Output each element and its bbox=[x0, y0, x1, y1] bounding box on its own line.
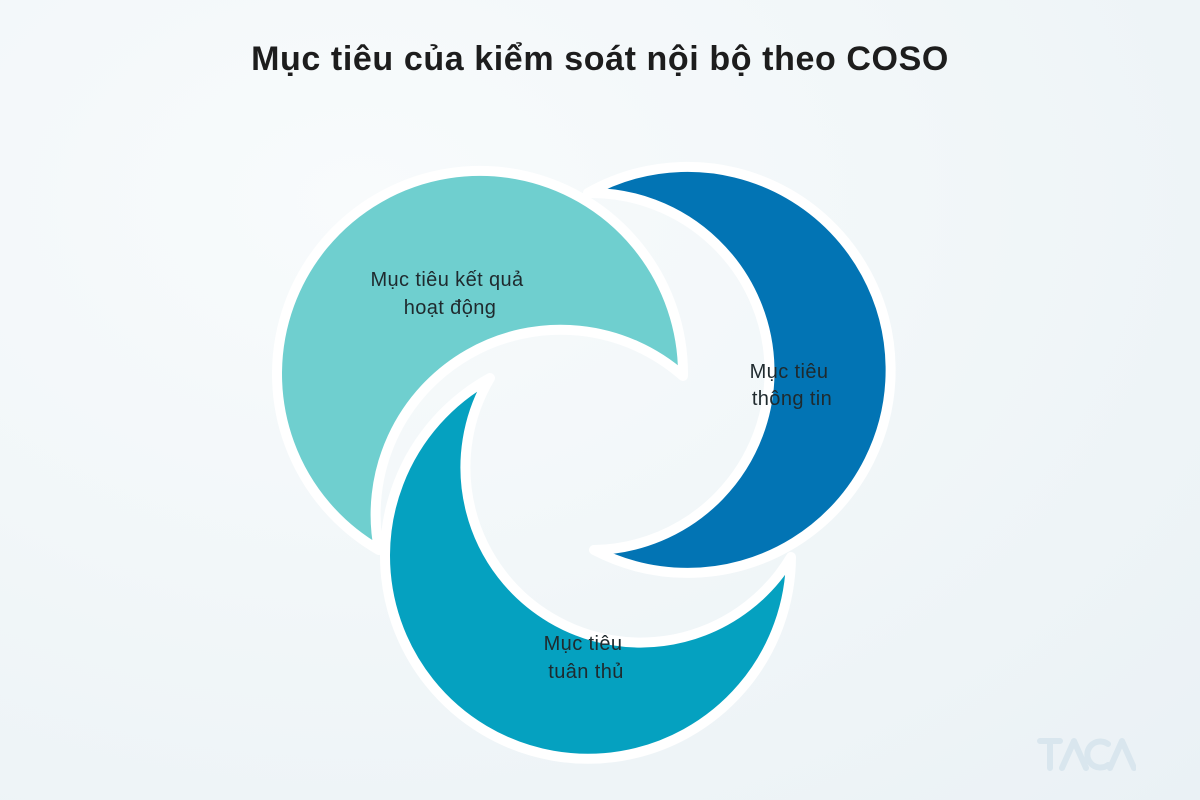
label-compliance-line-2: tuân thủ bbox=[548, 661, 624, 683]
label-reporting-line-2: thông tin bbox=[752, 388, 832, 410]
label-operations-line-1: Mục tiêu kết quả bbox=[370, 269, 524, 291]
label-reporting: Mục tiêu thông tin bbox=[750, 361, 835, 410]
label-compliance-line-1: Mục tiêu bbox=[544, 633, 623, 655]
label-compliance: Mục tiêu tuân thủ bbox=[544, 633, 629, 683]
label-reporting-line-1: Mục tiêu bbox=[750, 361, 829, 383]
label-operations: Mục tiêu kết quả hoạt động bbox=[370, 269, 529, 319]
taca-logo-mark bbox=[1037, 738, 1136, 771]
segment-compliance bbox=[380, 373, 796, 764]
segment-operations bbox=[272, 165, 689, 555]
diagram-title: Mục tiêu của kiểm soát nội bộ theo COSO bbox=[251, 40, 949, 78]
taca-logo-watermark bbox=[1037, 738, 1136, 771]
segment-reporting bbox=[583, 161, 896, 578]
label-operations-line-2: hoạt động bbox=[404, 297, 497, 319]
